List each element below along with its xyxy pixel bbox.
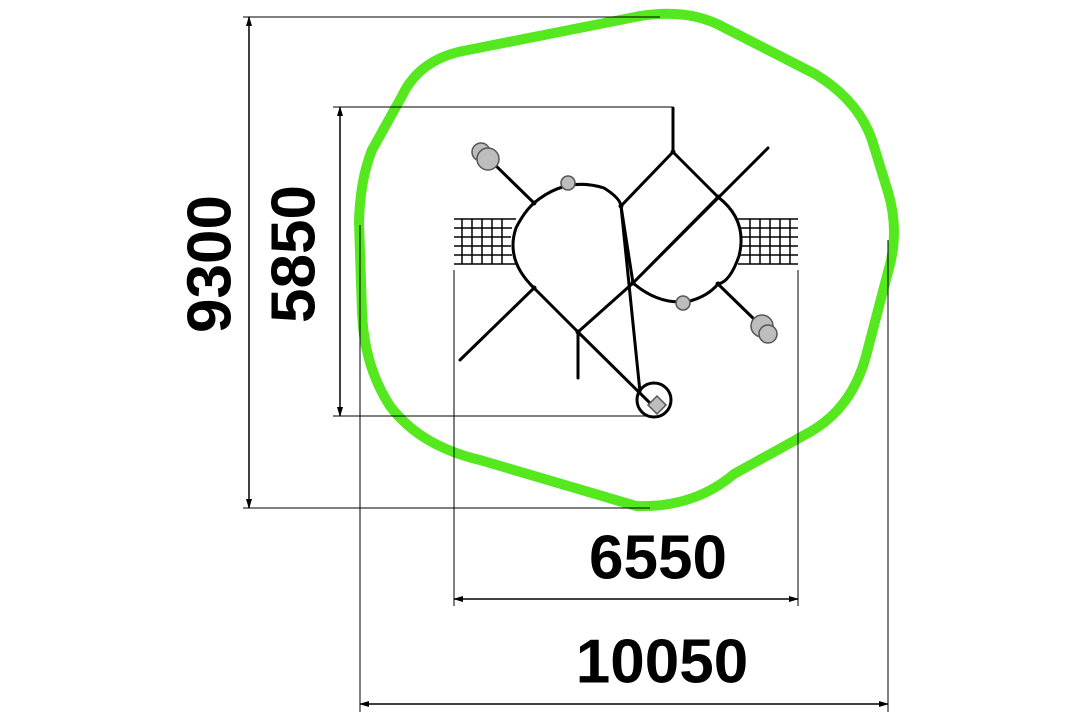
joint (531, 285, 537, 291)
joint (618, 203, 624, 209)
dimension-inner-width: 6550 (453, 270, 799, 606)
spinner-ball-bottom-right-b (758, 324, 778, 344)
label-total-height: 9300 (175, 195, 244, 333)
label-total-width: 10050 (576, 627, 748, 696)
left-ladder (454, 218, 516, 265)
main-frame-lines (458, 106, 770, 410)
label-inner-height: 5850 (259, 185, 328, 323)
dimension-total-height: 9300 (175, 15, 660, 509)
joint (715, 281, 721, 287)
joint (715, 194, 721, 200)
right-ladder (738, 218, 798, 265)
label-inner-width: 6550 (589, 523, 727, 592)
left-circle-frame (511, 182, 623, 290)
dimension-total-width: 10050 (359, 225, 889, 712)
base-circle (635, 381, 673, 419)
spinner-ball-top-left-b (476, 147, 500, 171)
safety-zone-outline (354, 8, 899, 512)
dimension-inner-height: 5850 (259, 106, 672, 417)
base-diamond (646, 394, 668, 416)
joint (575, 329, 581, 335)
right-circle-frame (631, 195, 743, 304)
spinner-ball-mid (675, 295, 691, 311)
spinner-ball-top (560, 175, 576, 191)
joint (531, 200, 537, 206)
play-structure (454, 106, 798, 419)
joint (630, 280, 636, 286)
joint (670, 149, 676, 155)
